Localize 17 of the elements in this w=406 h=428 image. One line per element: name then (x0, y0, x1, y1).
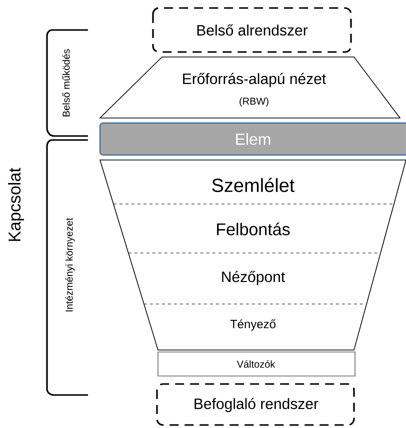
text: Változók (236, 360, 276, 368)
text: Erőforrás-alapú nézet (183, 72, 326, 88)
box (158, 352, 356, 376)
text: Felbontás (217, 222, 290, 236)
text: Befoglaló rendszer (194, 398, 318, 412)
vertical-label: Kapcsolat (8, 168, 24, 241)
text: (RBW) (240, 97, 268, 107)
text: Nézőpont (222, 270, 285, 286)
text: Tényező (230, 319, 276, 331)
vertical-label: Intézményi környezet (65, 218, 75, 312)
text: Belső alrendszer (197, 24, 308, 36)
text: Elem (236, 133, 270, 145)
text: Szemlélet (212, 178, 295, 192)
bar (99, 122, 406, 156)
vertical-label: Belső működés (62, 49, 70, 116)
dashed-box (152, 7, 352, 53)
dashed-box (156, 383, 355, 426)
